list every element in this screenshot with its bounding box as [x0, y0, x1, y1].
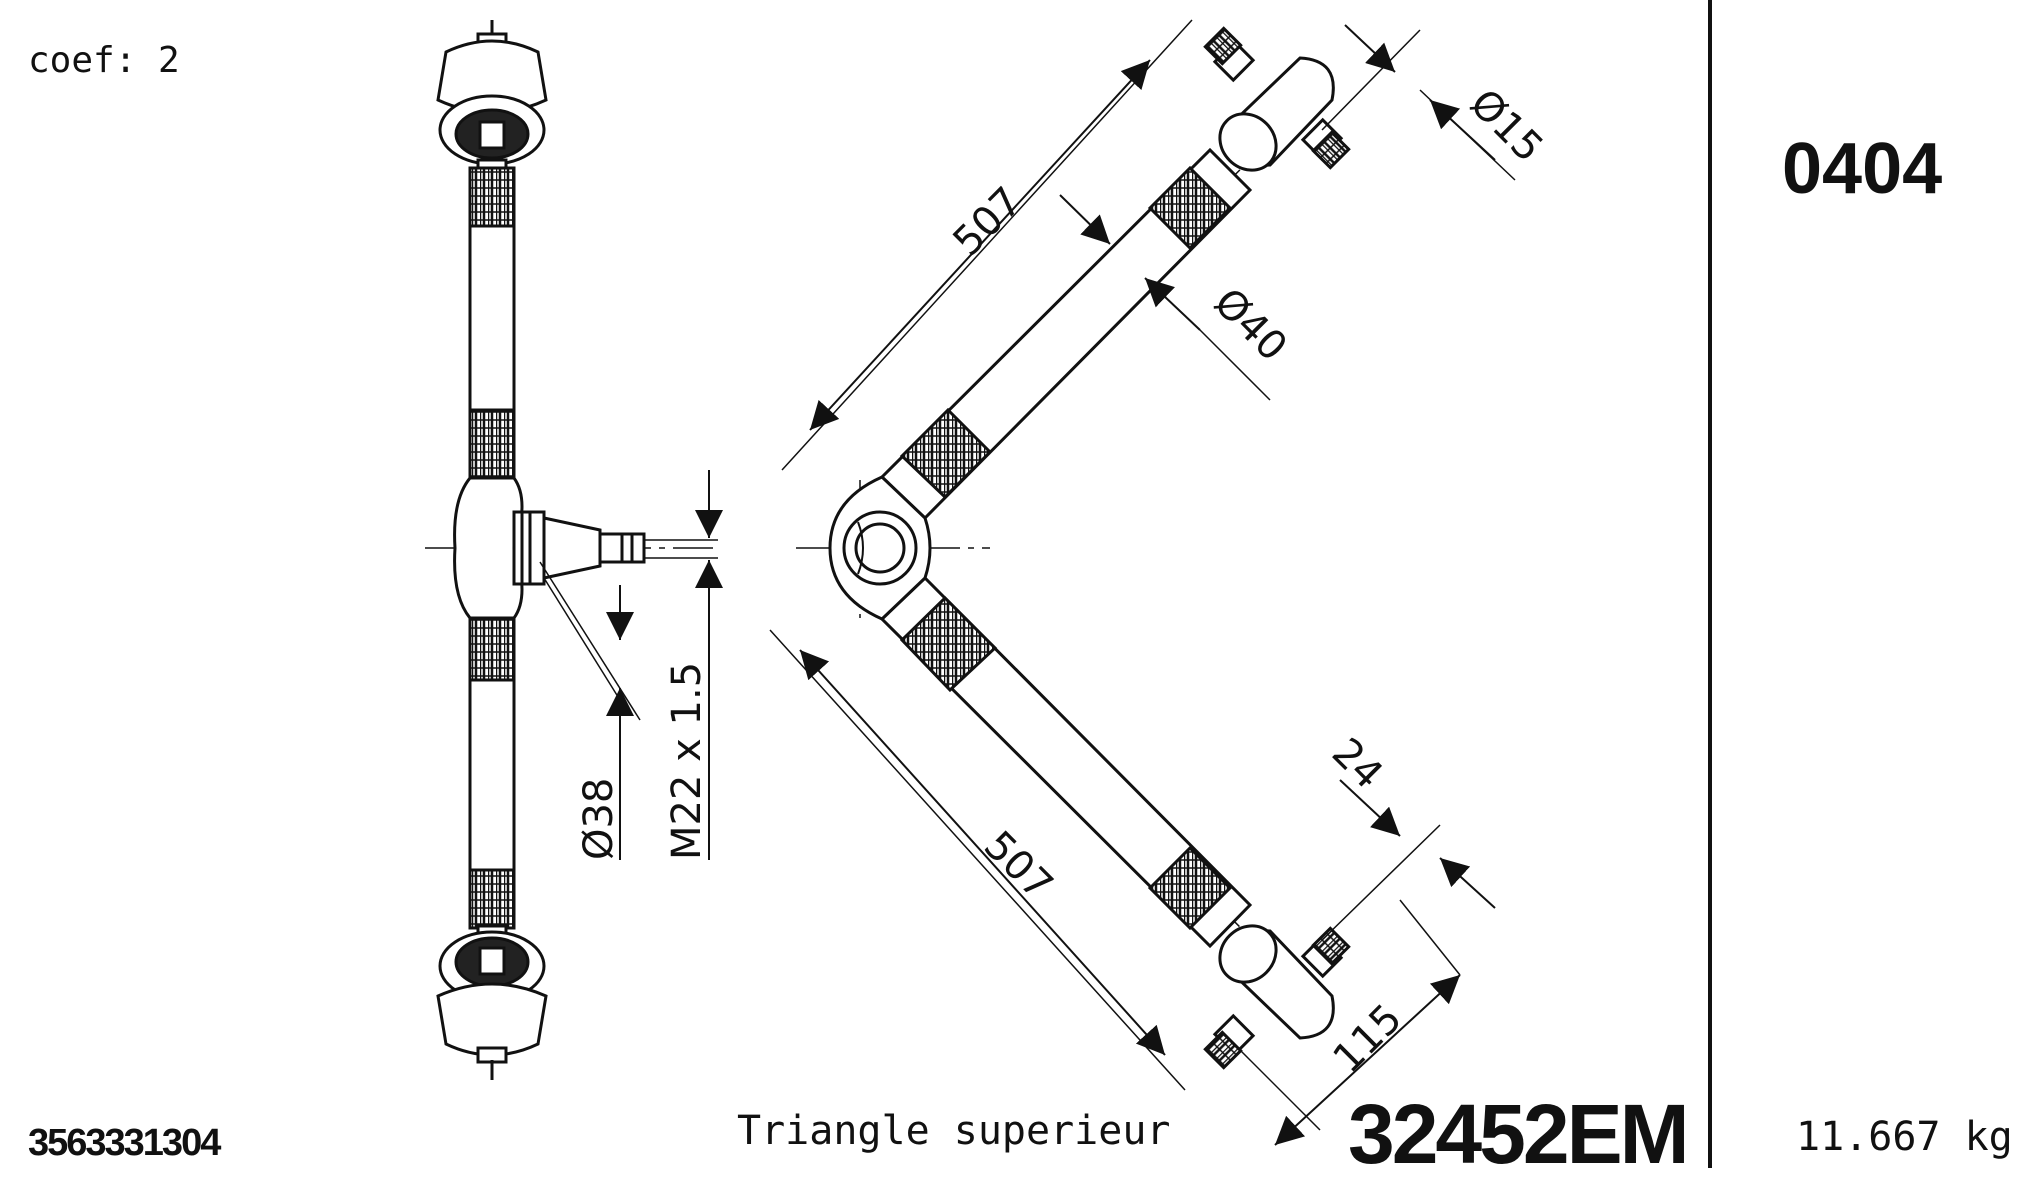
upper-end-bushing	[1203, 26, 1351, 172]
ball-stud	[512, 510, 718, 586]
ean-code: 3563331304	[28, 1122, 221, 1164]
width-115-dimension: 115	[1325, 996, 1412, 1083]
part-weight: 11.667 kg	[1796, 1114, 2013, 1160]
lower-arm-length-dimension: 507	[975, 823, 1062, 910]
bottom-bushing	[436, 924, 548, 1080]
thread-dimension: M22 x 1.5	[664, 662, 710, 860]
top-view	[769, 19, 1516, 1146]
side-view	[425, 20, 723, 1080]
tube-diameter-dimension: Ø40	[1205, 280, 1296, 371]
coefficient-label: coef: 2	[28, 40, 180, 81]
upper-arm-length-dimension: 507	[945, 179, 1032, 266]
stud-diameter-dimension: Ø15	[1461, 81, 1552, 172]
lower-arm-knurl-outer	[1147, 845, 1233, 931]
lower-knurl	[468, 616, 516, 682]
upper-arm-knurl-outer	[1147, 165, 1233, 251]
reference-code: 0404	[1782, 129, 1943, 209]
upper-knurl	[468, 166, 516, 228]
ball-joint-diameter-dimension: Ø38	[576, 778, 622, 860]
part-name: Triangle superieur	[737, 1108, 1171, 1154]
top-bushing	[436, 20, 548, 176]
width-24-dimension: 24	[1323, 730, 1392, 799]
lower-end-bushing	[1203, 924, 1351, 1070]
